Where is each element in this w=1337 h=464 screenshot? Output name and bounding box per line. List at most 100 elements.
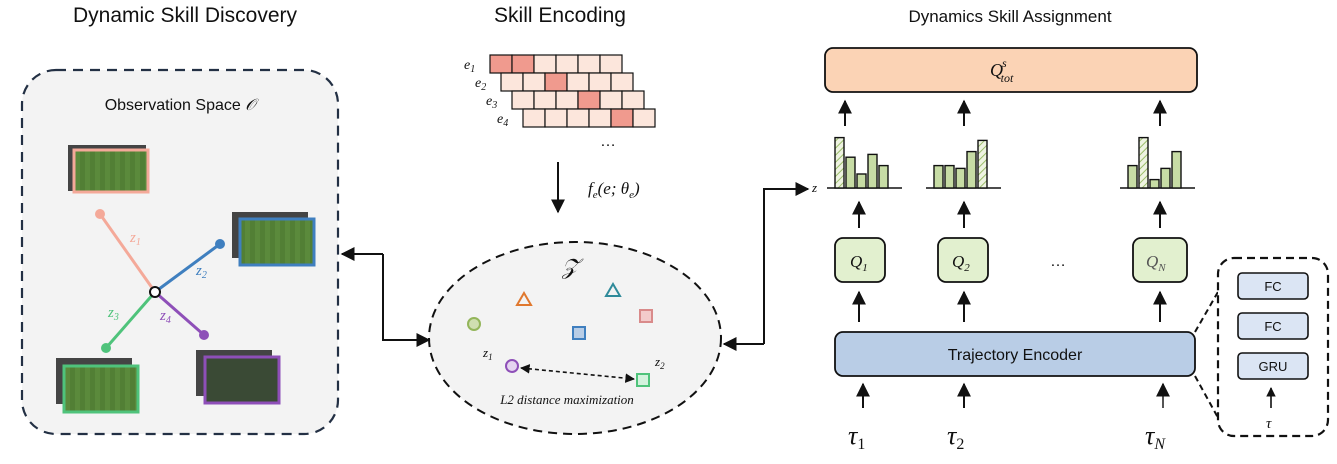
embedding-cell bbox=[621, 90, 645, 110]
histogram-bar bbox=[1149, 178, 1160, 189]
embedding-ellipsis: … bbox=[600, 133, 616, 150]
histogram-bar bbox=[1138, 136, 1149, 189]
skill-label-z3: z3 bbox=[107, 305, 119, 323]
embedding-cell bbox=[533, 54, 557, 74]
histogram-bar bbox=[1171, 150, 1182, 189]
detail-layer-gru bbox=[1237, 352, 1309, 380]
detail-layer-gru-label: GRU bbox=[1259, 359, 1288, 374]
frame-thumbnail-z2 bbox=[232, 212, 316, 267]
frame-thumbnail-z1 bbox=[68, 145, 150, 194]
skill-ray-z1 bbox=[98, 213, 157, 293]
skill-ray-z2 bbox=[154, 242, 221, 294]
embedding-cell bbox=[544, 72, 568, 92]
embedding-cell bbox=[489, 54, 513, 74]
histogram-bar bbox=[834, 136, 845, 189]
panel-latent-connector bbox=[382, 254, 431, 347]
q-node-n bbox=[1132, 237, 1188, 283]
frame-thumbnail-z3 bbox=[56, 358, 140, 414]
histogram-bar bbox=[845, 156, 856, 189]
latent-point-z2 bbox=[636, 373, 650, 387]
encoder-detail-panel bbox=[1216, 256, 1330, 438]
embedding-cell bbox=[588, 108, 612, 128]
q-ellipsis: … bbox=[1050, 253, 1066, 270]
latent-square-red bbox=[639, 309, 653, 323]
q-node-n-label: QN bbox=[1146, 252, 1166, 274]
embedding-cell bbox=[566, 72, 590, 92]
q-node-2 bbox=[937, 237, 989, 283]
embedding-cell bbox=[632, 108, 656, 128]
latent-triangle-orange bbox=[515, 291, 533, 306]
histogram-bar bbox=[1160, 167, 1171, 189]
embedding-cell bbox=[610, 108, 634, 128]
embedding-cell bbox=[544, 108, 568, 128]
embedding-cell bbox=[577, 54, 601, 74]
tau-n: τN bbox=[1145, 421, 1166, 453]
latent-point-z1 bbox=[505, 359, 519, 373]
embedding-cell bbox=[566, 108, 590, 128]
z-axis-label: z bbox=[811, 180, 817, 195]
histogram-bar bbox=[955, 167, 966, 189]
q-node-1 bbox=[834, 237, 886, 283]
embedding-cell bbox=[511, 54, 535, 74]
histogram-bar bbox=[878, 164, 889, 189]
latent-distance-arrow bbox=[520, 364, 635, 383]
embedding-cell bbox=[511, 90, 535, 110]
embedding-cell bbox=[610, 72, 634, 92]
embedding-cell bbox=[588, 72, 612, 92]
skill-end-z3 bbox=[101, 343, 111, 353]
embedding-label: e2 bbox=[475, 76, 486, 93]
detail-layer-fc-1 bbox=[1237, 272, 1309, 300]
histogram-bar bbox=[1127, 164, 1138, 189]
embedding-cell bbox=[599, 90, 623, 110]
detail-layer-fc-2-label: FC bbox=[1264, 319, 1281, 334]
embedding-label: e3 bbox=[486, 94, 497, 111]
latent-caption: L2 distance maximization bbox=[499, 392, 634, 407]
latent-circle-green bbox=[467, 317, 481, 331]
skill-label-z2: z2 bbox=[195, 263, 207, 281]
skill-ray-z3 bbox=[104, 291, 157, 349]
histogram-bar bbox=[933, 164, 944, 189]
skill-label-z4: z4 bbox=[159, 308, 171, 326]
trajectory-encoder-label: Trajectory Encoder bbox=[948, 347, 1083, 364]
embedding-cell bbox=[555, 90, 579, 110]
skill-origin bbox=[149, 286, 161, 298]
embedding-cell bbox=[533, 90, 557, 110]
histogram-bar bbox=[966, 150, 977, 189]
skill-value-histograms bbox=[827, 136, 1195, 189]
latent-z-connector bbox=[763, 182, 810, 344]
trajectory-encoder-box bbox=[834, 331, 1196, 377]
latent-triangle-teal bbox=[604, 282, 622, 297]
observation-space-label: Observation Space 𝒪 bbox=[105, 97, 260, 114]
skill-end-z1 bbox=[95, 209, 105, 219]
embedding-cell bbox=[522, 72, 546, 92]
skill-end-z2 bbox=[215, 239, 225, 249]
histogram-bar bbox=[977, 139, 988, 189]
detail-layer-fc-2 bbox=[1237, 312, 1309, 340]
encoding-title: Skill Encoding bbox=[494, 4, 626, 27]
q-node-1-label: Q1 bbox=[850, 252, 868, 274]
latent-square-blue bbox=[572, 326, 586, 340]
latent-z1-label: z1 bbox=[482, 345, 493, 362]
assignment-title: Dynamics Skill Assignment bbox=[908, 7, 1111, 26]
histogram-bar bbox=[856, 173, 867, 189]
embedding-cell bbox=[577, 90, 601, 110]
embedding-cell bbox=[500, 72, 524, 92]
embedding-label: e1 bbox=[464, 58, 475, 75]
detail-input-tau: τ bbox=[1266, 416, 1272, 432]
embedding-cell bbox=[599, 54, 623, 74]
discovery-title: Dynamic Skill Discovery bbox=[73, 4, 298, 27]
tau-2: τ2 bbox=[947, 421, 964, 453]
skill-end-z4 bbox=[199, 330, 209, 340]
frame-thumbnail-z4 bbox=[196, 350, 281, 405]
histogram-bar bbox=[944, 164, 955, 189]
detail-layer-fc-1-label: FC bbox=[1264, 279, 1281, 294]
embedding-cell bbox=[522, 108, 546, 128]
tau-1: τ1 bbox=[848, 421, 865, 453]
embedding-label: e4 bbox=[497, 112, 508, 129]
latent-space-symbol: 𝒵 bbox=[561, 254, 584, 279]
skill-ray-z4 bbox=[154, 290, 205, 337]
histogram-bar bbox=[867, 153, 878, 189]
qtot-box bbox=[824, 47, 1198, 93]
